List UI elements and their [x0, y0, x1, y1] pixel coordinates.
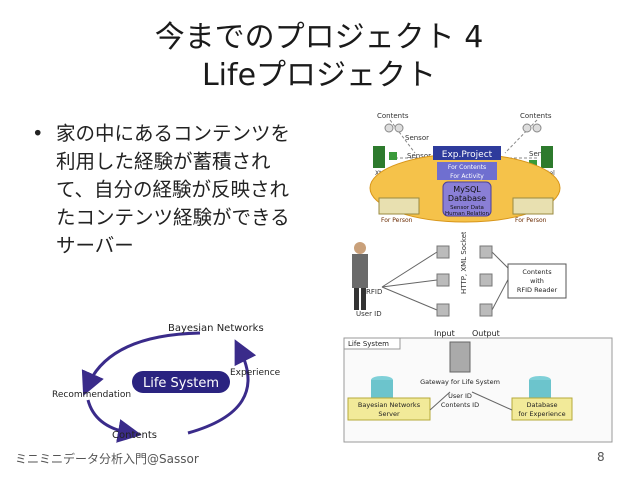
bullet-text: 家の中にあるコンテンツを利用した経験が蓄積されて、自分の経験が反映されたコンテン… [56, 122, 291, 257]
exp-for-person-right: For Person [515, 217, 547, 224]
user-id-label: User ID [356, 310, 382, 318]
life-system-label: Life System [143, 376, 219, 391]
exp-contents-left: Contents [377, 112, 409, 120]
bullet-dot: • [32, 122, 44, 145]
cycle-arrow-left [86, 399, 142, 443]
exp-db-line1: MySQL [453, 185, 481, 194]
gateway-contents-id: Contents ID [441, 401, 479, 409]
life-system-frame-label: Life System [348, 340, 389, 348]
exp-sensor-left: Sensor [407, 152, 431, 160]
gateway-user-id: User ID [448, 392, 472, 400]
exp-contents-right: Contents [520, 112, 552, 120]
exp-sensor-data: Sensor Data [450, 205, 484, 211]
slide-footer: ミニミニデータ分析入門@Sassor [15, 452, 199, 466]
reader-line3: RFID Reader [517, 286, 558, 294]
exp-project-diagram: Contents Contents Sensor Sensor Sensor X… [369, 112, 561, 224]
slide-title-line2: Lifeプロジェクト [201, 58, 437, 93]
slide-title-line1: 今までのプロジェクト 4 [154, 20, 484, 55]
exp-for-activity: For Activity [450, 173, 484, 180]
db-exp-line2: for Experience [518, 410, 565, 418]
exp-for-person-left: For Person [381, 217, 413, 224]
db-exp-line1: Database [526, 401, 557, 409]
exp-project-title: Exp.Project [442, 150, 493, 160]
cycle-recommendation-label: Recommendation [52, 390, 131, 400]
bn-server-line2: Server [378, 410, 400, 418]
input-label: Input [434, 329, 455, 338]
cycle-experience-label: Experience [230, 368, 281, 378]
life-system-architecture-diagram: RFID User ID HTTP, XML Socket Contents w… [343, 232, 613, 443]
cycle-arrow-right [187, 339, 257, 435]
reader-line1: Contents [522, 268, 552, 276]
exp-sensor-left-top: Sensor [405, 134, 429, 142]
cycle-contents-label: Contents [112, 430, 157, 441]
exp-for-contents: For Contents [448, 164, 486, 171]
life-system-cycle-diagram: Bayesian Networks Experience Recommendat… [52, 323, 281, 443]
cycle-arrow-top [81, 331, 201, 396]
rfid-label: RFID [366, 288, 382, 296]
bullet-item: • 家の中にあるコンテンツを利用した経験が蓄積されて、自分の経験が反映されたコン… [32, 120, 292, 260]
device-grid [436, 245, 493, 317]
bn-server-line1: Bayesian Networks [358, 401, 421, 409]
reader-line2: with [530, 277, 544, 285]
exp-human-relation: Human Relation [445, 211, 489, 217]
output-label: Output [472, 329, 500, 338]
exp-db-line2: Database [448, 194, 486, 203]
gateway-label: Gateway for Life System [420, 378, 500, 386]
page-number: 8 [597, 450, 605, 464]
life-system-box [132, 371, 230, 393]
person-figure [352, 242, 368, 310]
http-xml-socket-label: HTTP, XML Socket [460, 232, 468, 294]
cycle-bayesian-label: Bayesian Networks [168, 323, 264, 334]
